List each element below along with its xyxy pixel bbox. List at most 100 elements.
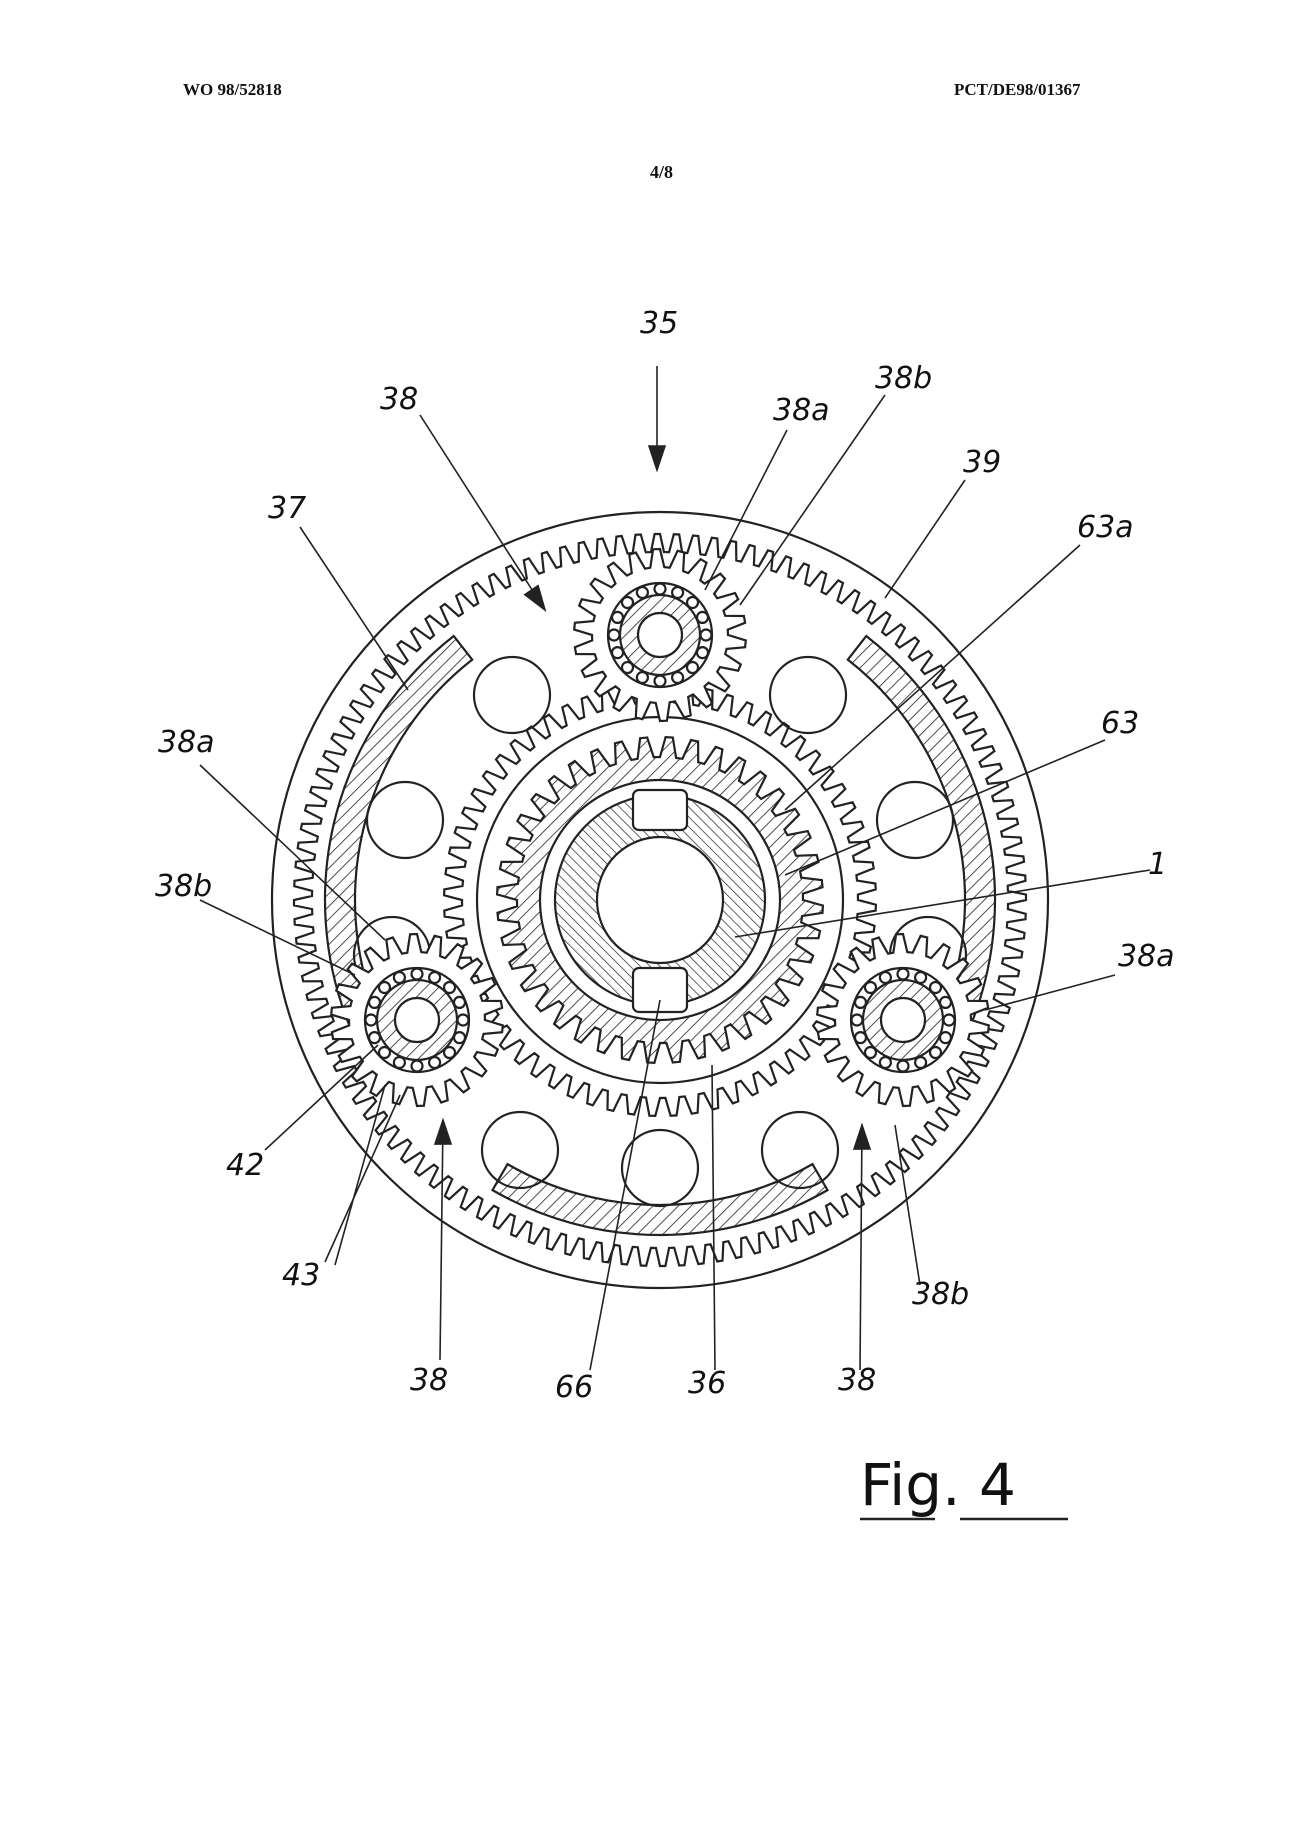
- bearing-ball: [671, 585, 685, 600]
- bearing-ball: [635, 585, 649, 600]
- bearing-ball: [699, 628, 713, 642]
- bearing-ball: [607, 628, 621, 642]
- leader-15: [334, 1084, 386, 1266]
- bearing-ball: [367, 995, 382, 1009]
- leader-lines: [199, 366, 1151, 1371]
- leader-18: [589, 999, 661, 1371]
- leader-14: [324, 1094, 401, 1263]
- bearing-ball: [635, 670, 649, 685]
- bearing-ball: [610, 610, 625, 624]
- bearing-ball: [853, 1031, 868, 1045]
- housing-outer-circle: [270, 510, 1050, 1290]
- bearing-ball: [914, 1055, 928, 1070]
- leader-2: [419, 414, 546, 611]
- bearing-ball: [620, 660, 635, 675]
- bearing-ball: [878, 1055, 892, 1070]
- bearing-ball: [452, 1031, 467, 1045]
- ring-gear: [292, 532, 1028, 1268]
- application-number: PCT/DE98/01367: [954, 80, 1081, 99]
- bearing-ball: [428, 1055, 442, 1070]
- bearing-ball: [685, 660, 700, 675]
- bearing-ball: [456, 1013, 470, 1027]
- key-top: [631, 788, 689, 832]
- planet-pin-3: [879, 996, 927, 1044]
- bearing-ball: [896, 1059, 910, 1073]
- leader-6: [784, 544, 1081, 811]
- bearing-ball: [367, 1031, 382, 1045]
- bearing-ball: [928, 1045, 943, 1060]
- bearing-ball: [896, 967, 910, 981]
- leader-7: [299, 526, 409, 691]
- bearing-ball: [695, 610, 710, 624]
- leader-17: [439, 1119, 444, 1361]
- bearing-ball: [392, 970, 406, 985]
- bearing-ball: [928, 980, 943, 995]
- key-bottom: [631, 966, 689, 1014]
- leader-4: [739, 394, 886, 606]
- bearing-ball: [364, 1013, 378, 1027]
- bearing-ball: [410, 967, 424, 981]
- planet-pin-1: [636, 611, 684, 659]
- leader-8: [784, 739, 1106, 876]
- bearing-ball: [685, 595, 700, 610]
- leader-20: [859, 1124, 863, 1371]
- sheet-number: 4/8: [650, 162, 674, 182]
- bearing-ball: [938, 1031, 953, 1045]
- figure-caption: Fig. 4: [860, 1451, 1016, 1519]
- bearing-ball: [850, 1013, 864, 1027]
- leader-13: [264, 1044, 379, 1151]
- label-38-top: 38: [380, 382, 418, 417]
- bearing-ball: [863, 980, 878, 995]
- bearing-ball: [653, 674, 667, 688]
- label-39: 39: [963, 445, 1001, 480]
- label-63a: 63a: [1077, 510, 1134, 545]
- bearing-ball: [392, 1055, 406, 1070]
- bearing-ball: [377, 980, 392, 995]
- carrier-hole-2: [365, 780, 445, 860]
- bearing-ball: [620, 595, 635, 610]
- leader-5: [884, 479, 966, 599]
- label-66: 66: [555, 1370, 593, 1405]
- label-38a-left: 38a: [158, 725, 215, 760]
- arrowhead-2: [523, 584, 547, 613]
- label-38a-right: 38a: [1118, 939, 1175, 974]
- bearing-ball: [428, 970, 442, 985]
- arrowhead-4: [852, 1122, 872, 1150]
- label-1: 1: [1148, 847, 1167, 882]
- leader-11: [199, 899, 356, 976]
- label-36: 36: [688, 1366, 726, 1401]
- label-38-bottom-left: 38: [410, 1363, 448, 1398]
- label-38-bottom-right: 38: [838, 1363, 876, 1398]
- arrowhead-1: [647, 445, 667, 473]
- bearing-ball: [610, 646, 625, 660]
- arrowhead-3: [433, 1117, 453, 1145]
- leader-10: [734, 869, 1151, 938]
- bearing-ball: [863, 1045, 878, 1060]
- bearing-ball: [914, 970, 928, 985]
- leader-16: [894, 1124, 921, 1286]
- bearing-ball: [452, 995, 467, 1009]
- label-38b-top: 38b: [875, 361, 932, 396]
- leader-3: [704, 429, 788, 591]
- label-63: 63: [1101, 706, 1139, 741]
- label-38a-top: 38a: [773, 393, 830, 428]
- bearing-ball: [442, 1045, 457, 1060]
- label-43: 43: [282, 1258, 320, 1293]
- leader-19: [711, 1064, 716, 1371]
- carrier-segment-bottom: [490, 1162, 830, 1237]
- planetary-gear-assembly: [270, 510, 1050, 1290]
- bearing-ball: [938, 995, 953, 1009]
- leader-12: [984, 974, 1116, 1011]
- label-38b-left: 38b: [155, 869, 212, 904]
- carrier-hole-9: [760, 1110, 840, 1190]
- label-35: 35: [640, 306, 678, 341]
- sun-gear-outer: [442, 682, 878, 1118]
- bearing-ball: [853, 995, 868, 1009]
- label-42: 42: [226, 1148, 264, 1183]
- carrier-hole-5: [875, 780, 955, 860]
- leader-9: [199, 764, 386, 941]
- bearing-ball: [942, 1013, 956, 1027]
- bearing-ball: [878, 970, 892, 985]
- label-37: 37: [268, 491, 306, 526]
